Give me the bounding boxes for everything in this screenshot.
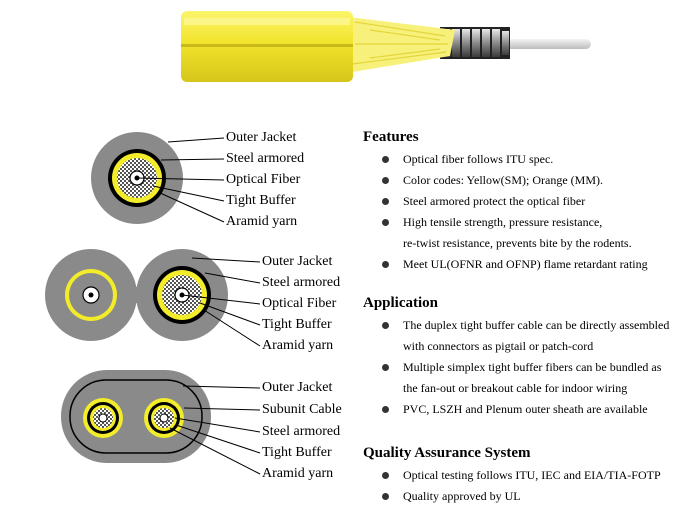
application-item-text: PVC, LSZH and Plenum outer sheath are av… — [403, 402, 648, 416]
d3-label-steel-armored: Steel armored — [262, 424, 341, 439]
d1-label-optical-fiber: Optical Fiber — [226, 172, 301, 187]
bullet-dot-icon — [382, 472, 389, 479]
quality-item-text: Quality approved by UL — [403, 489, 521, 503]
d1-label-steel-armored: Steel armored — [226, 151, 305, 166]
bullet-dot-icon — [382, 322, 389, 329]
bullet-dot-icon — [382, 177, 389, 184]
features-item: Color codes: Yellow(SM); Orange (MM). — [363, 170, 648, 191]
d3-label-aramid-yarn: Aramid yarn — [262, 466, 334, 481]
breakout-cable-diagram — [61, 370, 261, 475]
quality-item: Optical testing follows ITU, IEC and EIA… — [363, 465, 661, 486]
bullet-dot-icon — [382, 493, 389, 500]
features-list: Optical fiber follows ITU spec. Color cod… — [363, 149, 648, 275]
d1-label-outer-jacket: Outer Jacket — [226, 130, 297, 145]
features-item: High tensile strength, pressure resistan… — [363, 212, 648, 254]
d3-label-tight-buffer: Tight Buffer — [262, 445, 332, 460]
application-item: The duplex tight buffer cable can be dir… — [363, 315, 669, 357]
quality-list: Optical testing follows ITU, IEC and EIA… — [363, 465, 661, 507]
features-item: Meet UL(OFNR and OFNP) flame retardant r… — [363, 254, 648, 275]
features-item: Optical fiber follows ITU spec. — [363, 149, 648, 170]
application-heading: Application — [363, 295, 439, 311]
quality-item-text: Optical testing follows ITU, IEC and EIA… — [403, 468, 661, 482]
features-item-text: Steel armored protect the optical fiber — [403, 194, 586, 208]
bullet-dot-icon — [382, 219, 389, 226]
quality-item: Quality approved by UL — [363, 486, 661, 507]
features-item-text: Optical fiber follows ITU spec. — [403, 152, 554, 166]
application-item-text: Multiple simplex tight buffer fibers can… — [403, 360, 662, 374]
bullet-dot-icon — [382, 156, 389, 163]
d1-label-aramid-yarn: Aramid yarn — [226, 214, 298, 229]
bullet-dot-icon — [382, 198, 389, 205]
bullet-dot-icon — [382, 261, 389, 268]
d2-label-steel-armored: Steel armored — [262, 275, 341, 290]
bullet-dot-icon — [382, 406, 389, 413]
d3-label-outer-jacket: Outer Jacket — [262, 380, 333, 395]
d1-label-tight-buffer: Tight Buffer — [226, 193, 296, 208]
d3-label-subunit-cable: Subunit Cable — [262, 402, 342, 417]
application-list: The duplex tight buffer cable can be dir… — [363, 315, 669, 420]
features-item-text: Meet UL(OFNR and OFNP) flame retardant r… — [403, 257, 648, 271]
features-item: Steel armored protect the optical fiber — [363, 191, 648, 212]
application-item: PVC, LSZH and Plenum outer sheath are av… — [363, 399, 669, 420]
application-item-text: The duplex tight buffer cable can be dir… — [403, 318, 670, 332]
quality-heading: Quality Assurance System — [363, 445, 531, 461]
d2-label-aramid-yarn: Aramid yarn — [262, 338, 334, 353]
application-item-continuation: the fan-out or breakout cable for indoor… — [403, 381, 628, 395]
duplex-cable-diagram — [45, 249, 261, 347]
features-item-text: High tensile strength, pressure resistan… — [403, 215, 603, 229]
features-heading: Features — [363, 129, 419, 145]
features-item-text: Color codes: Yellow(SM); Orange (MM). — [403, 173, 603, 187]
bullet-dot-icon — [382, 364, 389, 371]
d2-label-tight-buffer: Tight Buffer — [262, 317, 332, 332]
features-item-continuation: re-twist resistance, prevents bite by th… — [403, 236, 632, 250]
d2-label-outer-jacket: Outer Jacket — [262, 254, 333, 269]
simplex-cable-diagram — [91, 132, 225, 224]
application-item: Multiple simplex tight buffer fibers can… — [363, 357, 669, 399]
application-item-continuation: with connectors as pigtail or patch-cord — [403, 339, 594, 353]
d2-label-optical-fiber: Optical Fiber — [262, 296, 337, 311]
cable-photo — [181, 11, 591, 82]
